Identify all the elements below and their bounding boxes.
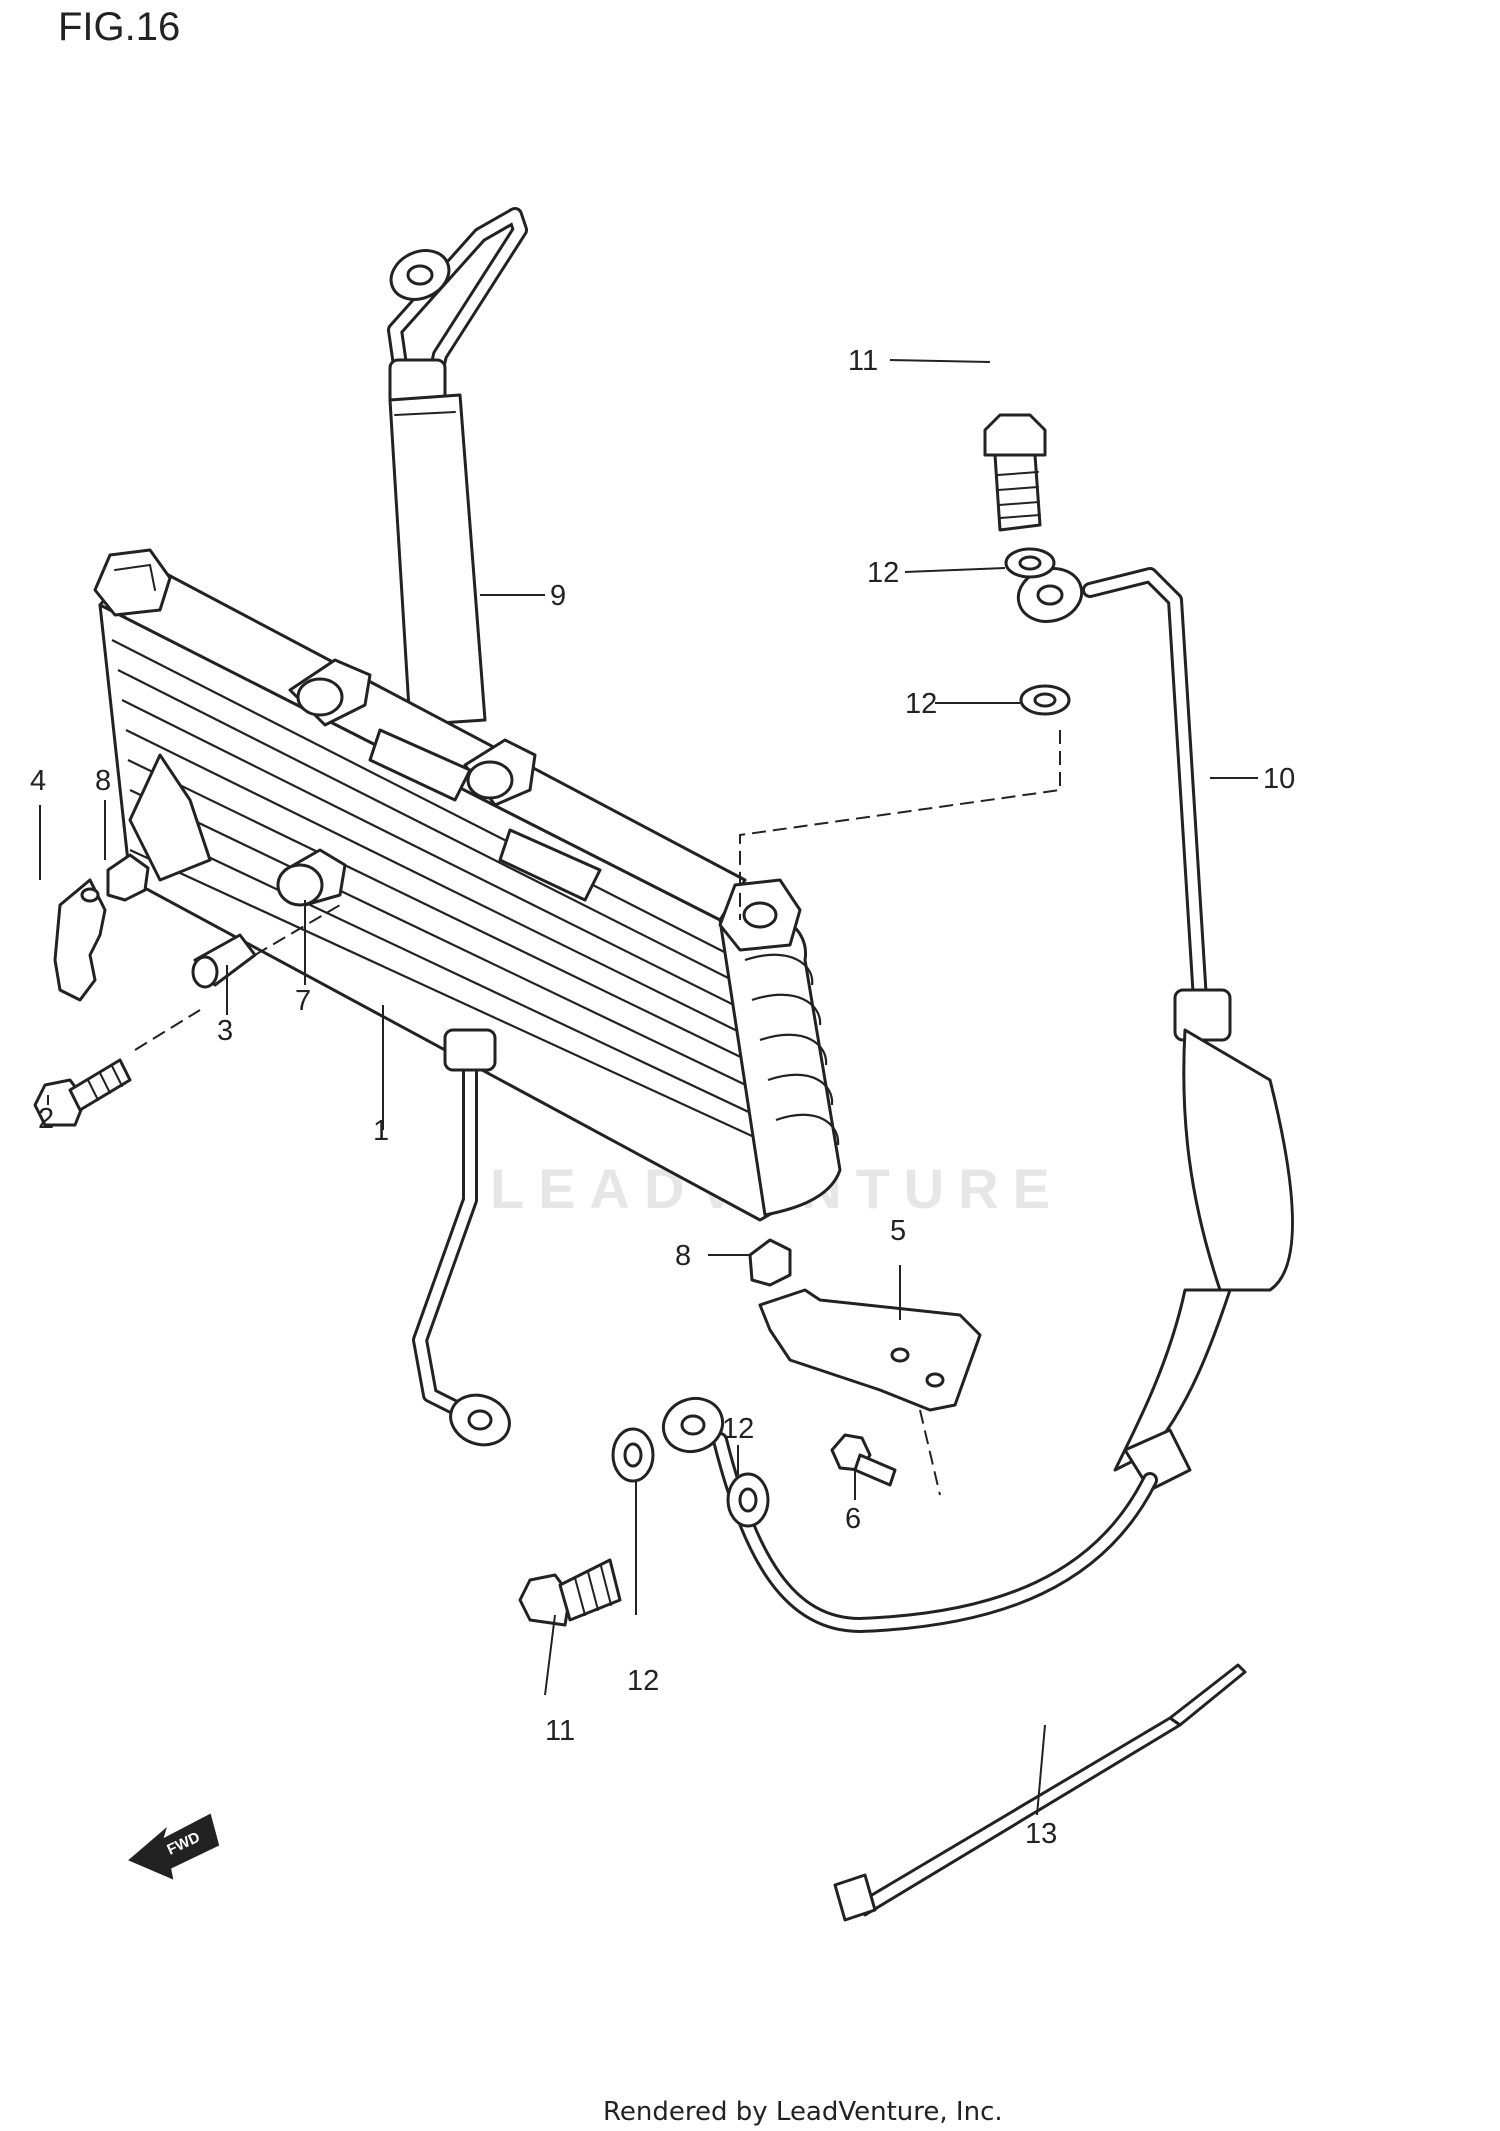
part-8-grommet-left xyxy=(106,853,150,902)
callout-8-right: 8 xyxy=(675,1240,691,1272)
footer-credit: Rendered by LeadVenture, Inc. xyxy=(603,2097,1003,2127)
figure-title: FIG.16 xyxy=(58,5,180,49)
part-11-banjo-bolt-top xyxy=(983,413,1047,532)
part-1-oil-cooler xyxy=(93,548,842,1222)
callout-13: 13 xyxy=(1025,1818,1057,1850)
callout-12-a: 12 xyxy=(867,557,899,589)
oil-pipe-lower-left xyxy=(412,1028,511,1447)
callout-12-d: 12 xyxy=(627,1665,659,1697)
part-13-tie-strap xyxy=(833,1663,1247,1922)
callout-6: 6 xyxy=(845,1503,861,1535)
callout-4: 4 xyxy=(30,765,46,797)
part-12-washer-d xyxy=(611,1427,655,1483)
callout-2: 2 xyxy=(38,1103,54,1135)
callout-1: 1 xyxy=(373,1115,389,1147)
part-5-bracket xyxy=(758,1288,982,1412)
part-6-bolt xyxy=(830,1433,897,1487)
leader-lines xyxy=(39,359,1258,1816)
part-2-bolt xyxy=(33,1058,132,1127)
callout-12-b: 12 xyxy=(905,688,937,720)
callout-11-top: 11 xyxy=(848,345,878,377)
part-12-washer-a xyxy=(1004,547,1056,579)
part-4-clamp xyxy=(53,878,107,1002)
callout-8-left: 8 xyxy=(95,765,111,797)
callout-11-bottom: 11 xyxy=(545,1715,575,1747)
part-3-collar xyxy=(191,933,257,989)
part-12-washer-b xyxy=(1019,684,1071,716)
part-8-grommet-right xyxy=(748,1238,792,1287)
callout-10: 10 xyxy=(1263,763,1295,795)
callout-5: 5 xyxy=(890,1215,906,1247)
part-10-oil-hose xyxy=(661,567,1294,1633)
part-12-washer-c xyxy=(726,1472,770,1528)
callout-7: 7 xyxy=(295,985,311,1017)
part-11-banjo-bolt-bottom xyxy=(518,1558,622,1627)
callout-9: 9 xyxy=(550,580,566,612)
part-9-oil-pipe-upper xyxy=(387,207,528,727)
callout-3: 3 xyxy=(217,1015,233,1047)
fwd-arrow-icon: FWD xyxy=(128,1813,220,1880)
callout-12-c: 12 xyxy=(722,1413,754,1445)
